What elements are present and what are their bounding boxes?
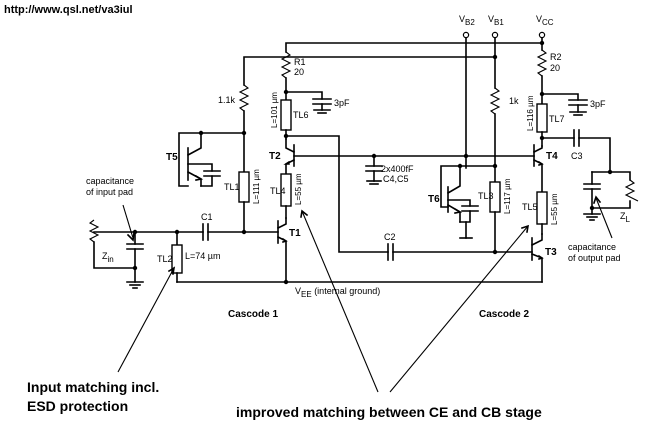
transistor-t2 bbox=[283, 138, 467, 175]
resistor-r2 bbox=[536, 49, 548, 105]
cascode-2-label: Cascode 2 bbox=[479, 309, 529, 320]
tl1-label: TL1 bbox=[224, 182, 240, 192]
r1-label: R1 bbox=[294, 57, 306, 67]
c1-label: C1 bbox=[201, 212, 213, 222]
svg-text:VCC: VCC bbox=[536, 14, 554, 27]
capacitor-c3 bbox=[541, 129, 611, 173]
c45-name: C4,C5 bbox=[383, 174, 409, 184]
capacitor-c2 bbox=[387, 243, 533, 261]
zin-label: Z bbox=[102, 251, 108, 261]
output-pad-pointer bbox=[595, 197, 613, 239]
t1-label: T1 bbox=[289, 228, 301, 239]
transmission-line-tl5 bbox=[536, 191, 548, 235]
tl3-length: L=117 µm bbox=[503, 178, 512, 214]
input-pad-annotation-2: of input pad bbox=[86, 187, 133, 197]
transmission-line-tl4 bbox=[280, 173, 292, 219]
capacitor-3pf-left bbox=[285, 91, 332, 114]
supply-rails bbox=[243, 37, 543, 169]
supply-vb2-label: VB2 bbox=[459, 14, 475, 27]
input-port-zin bbox=[88, 219, 136, 269]
transmission-line-tl1 bbox=[238, 171, 250, 233]
transmission-line-tl6 bbox=[280, 99, 292, 140]
transistor-t6 bbox=[440, 165, 496, 239]
tl4-label: TL4 bbox=[270, 186, 286, 196]
improved-matching-annotation: improved matching between CE and CB stag… bbox=[236, 404, 542, 420]
r2-label: R2 bbox=[550, 52, 562, 62]
transmission-line-tl2 bbox=[171, 231, 183, 283]
transmission-line-tl3 bbox=[489, 181, 501, 253]
c45-value: 2x400fF bbox=[381, 164, 414, 174]
t5-label: T5 bbox=[166, 152, 178, 163]
resistor-1k bbox=[489, 56, 501, 183]
t4-label: T4 bbox=[546, 151, 558, 162]
c3-label: C3 bbox=[571, 151, 583, 161]
transistor-t3 bbox=[530, 233, 544, 283]
tl1-length: L=111 µm bbox=[252, 169, 261, 204]
svg-text:ZL: ZL bbox=[620, 211, 631, 224]
vb1-terminal bbox=[491, 31, 499, 39]
vcc-terminal bbox=[538, 31, 546, 39]
matching-arrow-right bbox=[389, 224, 530, 393]
svg-text:Zin: Zin bbox=[102, 251, 114, 264]
tl7-length: L=116 µm bbox=[526, 95, 535, 131]
output-pad-annotation-2: of output pad bbox=[568, 253, 621, 263]
r2-value: 20 bbox=[550, 63, 560, 73]
svg-text:VB1: VB1 bbox=[488, 14, 504, 27]
input-matching-annotation-1: Input matching incl. bbox=[27, 379, 159, 395]
vb2-terminal bbox=[462, 31, 470, 39]
output-pad-annotation-1: capacitance bbox=[568, 242, 616, 252]
resistor-r1 bbox=[280, 51, 292, 101]
svg-text:VB2: VB2 bbox=[459, 14, 475, 27]
t6-label: T6 bbox=[428, 194, 440, 205]
cap-3pf-left-label: 3pF bbox=[334, 98, 350, 108]
supply-vb1-label: VB1 bbox=[488, 14, 504, 27]
t2-label: T2 bbox=[269, 151, 281, 162]
zl-label: Z bbox=[620, 211, 626, 221]
input-pad-annotation-1: capacitance bbox=[86, 176, 134, 186]
c2-label: C2 bbox=[384, 232, 396, 242]
tl3-label: TL3 bbox=[478, 191, 494, 201]
r-1-1k-label: 1.1k bbox=[218, 95, 236, 105]
r1-value: 20 bbox=[294, 67, 304, 77]
tl2-length: L=74 µm bbox=[185, 251, 220, 261]
input-matching-arrow bbox=[117, 266, 176, 373]
output-port-zl bbox=[583, 171, 639, 221]
resistor-1-1k bbox=[238, 84, 250, 173]
supply-vcc-label: VCC bbox=[536, 14, 554, 27]
tl6-label: TL6 bbox=[293, 110, 309, 120]
transistor-t4 bbox=[465, 144, 544, 193]
tl5-length: L=55 µm bbox=[550, 193, 559, 225]
tl2-label: TL2 bbox=[157, 254, 173, 264]
t3-label: T3 bbox=[545, 247, 557, 258]
source-url: http://www.qsl.net/va3iul bbox=[4, 4, 133, 16]
input-pad-pointer bbox=[122, 204, 134, 239]
input-pad-capacitance bbox=[126, 231, 144, 289]
capacitor-3pf-right bbox=[541, 93, 588, 116]
input-matching-annotation-2: ESD protection bbox=[27, 398, 128, 414]
tl5-label: TL5 bbox=[522, 202, 538, 212]
vee-label: VEE (internal ground) bbox=[295, 286, 380, 299]
cap-3pf-right-label: 3pF bbox=[590, 99, 606, 109]
tl7-label: TL7 bbox=[549, 114, 565, 124]
cascode-1-label: Cascode 1 bbox=[228, 309, 278, 320]
matching-arrow-left bbox=[300, 209, 379, 393]
transistor-t1 bbox=[276, 217, 288, 284]
r-1k-label: 1k bbox=[509, 96, 519, 106]
tl6-length: L=101 µm bbox=[270, 92, 279, 128]
transistor-t5 bbox=[178, 132, 245, 187]
tl4-length: L=55 µm bbox=[294, 173, 303, 205]
capacitor-c4-c5 bbox=[365, 155, 383, 185]
